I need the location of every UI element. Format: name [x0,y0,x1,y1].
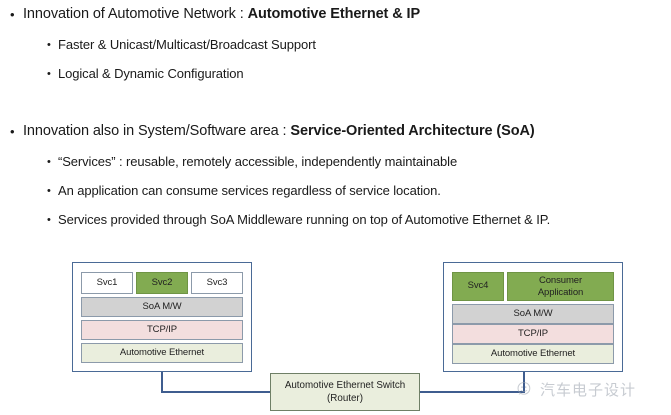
left-layer-automotive-ethernet: Automotive Ethernet [81,343,243,363]
right-node-container: Svc4 Consumer Application SoA M/W TCP/IP… [443,262,623,372]
bullet-text-bold: Service-Oriented Architecture (SoA) [290,123,535,139]
wechat-icon [516,380,535,399]
consumer-application-line1: Consumer [538,274,583,286]
bullet-marker: • [10,124,15,139]
bullet-text: “Services” : reusable, remotely accessib… [58,154,458,169]
watermark: 汽车电子设计 [516,379,636,400]
left-service-svc3: Svc3 [191,272,243,294]
bullet-text: Logical & Dynamic Configuration [58,66,244,81]
bullet-level1-system-software: • Innovation also in System/Software are… [10,123,535,140]
bullet-level1-automotive-network: • Innovation of Automotive Network : Aut… [10,6,420,23]
bullet-text: An application can consume services rega… [58,183,441,198]
consumer-application-line2: Application [537,286,584,298]
link-left-node-vertical [161,371,163,393]
bullet-text-normal: Innovation also in System/Software area … [23,123,291,139]
bullet-marker: • [47,214,51,226]
bullet-text: Innovation of Automotive Network : Autom… [23,6,420,23]
left-node-container: Svc1 Svc2 Svc3 SoA M/W TCP/IP Automotive… [72,262,252,372]
bullet-level2-faster-unicast: • Faster & Unicast/Multicast/Broadcast S… [47,37,316,53]
right-layer-soa-mw: SoA M/W [452,304,614,324]
bullet-level2-services-middleware: • Services provided through SoA Middlewa… [47,212,550,228]
bullet-text-normal: Innovation of Automotive Network : [23,6,248,22]
automotive-ethernet-switch-box: Automotive Ethernet Switch (Router) [270,373,420,411]
bullet-marker: • [47,185,51,197]
switch-label-line1: Automotive Ethernet Switch [284,380,406,391]
left-service-svc2: Svc2 [136,272,188,294]
right-layer-tcp-ip: TCP/IP [452,324,614,344]
left-layer-soa-mw: SoA M/W [81,297,243,317]
switch-label-line2: (Router) [327,393,363,404]
watermark-text: 汽车电子设计 [540,381,637,399]
right-layer-automotive-ethernet: Automotive Ethernet [452,344,614,364]
bullet-level2-logical-dynamic: • Logical & Dynamic Configuration [47,66,244,82]
left-service-svc1: Svc1 [81,272,133,294]
bullet-text-bold: Automotive Ethernet & IP [247,6,421,22]
bullet-marker: • [47,68,51,80]
bullet-marker: • [47,156,51,168]
bullet-level2-application-consume: • An application can consume services re… [47,183,441,199]
left-layer-tcp-ip: TCP/IP [81,320,243,340]
bullet-level2-services-definition: • “Services” : reusable, remotely access… [47,154,457,170]
bullet-marker: • [10,7,15,22]
right-service-consumer-application: Consumer Application [507,272,614,301]
bullet-text: Faster & Unicast/Multicast/Broadcast Sup… [58,37,316,52]
bullet-text: Services provided through SoA Middleware… [58,212,551,227]
link-left-node-horizontal [161,391,271,393]
bullet-marker: • [47,39,51,51]
right-service-svc4: Svc4 [452,272,504,301]
bullet-text: Innovation also in System/Software area … [23,123,535,140]
link-right-node-horizontal [419,391,524,393]
